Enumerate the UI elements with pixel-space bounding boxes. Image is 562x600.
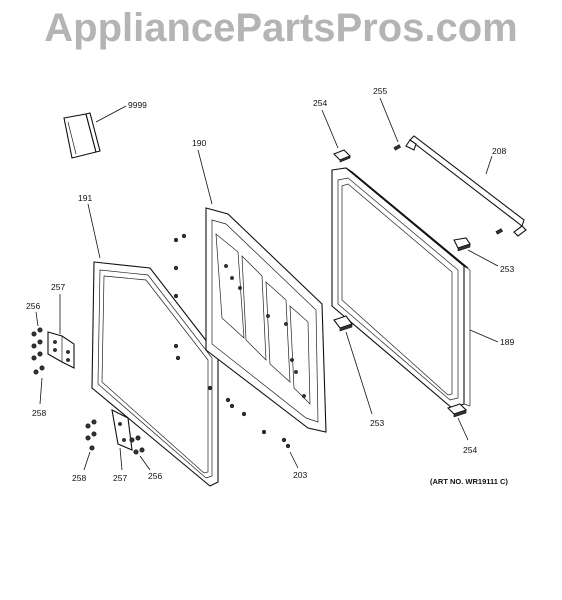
callout-258-left: 258 [32, 408, 46, 418]
leader-258-left [39, 377, 43, 405]
part-door-gasket[interactable] [91, 261, 219, 487]
art-number: (ART NO. WR19111 C) [430, 477, 508, 486]
leader-258-bottom [83, 451, 91, 471]
leader-9999 [95, 105, 127, 123]
callout-203: 203 [293, 470, 307, 480]
callout-257-left: 257 [51, 282, 65, 292]
callout-253-right: 253 [500, 264, 514, 274]
part-cap-top[interactable] [333, 149, 351, 163]
part-hinge-cap-right[interactable] [453, 237, 471, 252]
callout-253-bottom: 253 [370, 418, 384, 428]
watermark-text: AppliancePartsPros.com [44, 6, 518, 50]
part-manual-booklet[interactable] [63, 112, 101, 159]
callout-208: 208 [492, 146, 506, 156]
callout-191: 191 [78, 193, 92, 203]
leader-256-left [35, 311, 39, 327]
leader-254-bottom [457, 417, 469, 441]
part-hinge-bottom[interactable] [111, 409, 133, 451]
callout-254-bottom: 254 [463, 445, 477, 455]
callout-256-bottom: 256 [148, 471, 162, 481]
leader-189 [469, 329, 499, 343]
leader-190 [197, 149, 213, 205]
leader-253-bottom [345, 331, 373, 415]
leader-203 [289, 451, 299, 469]
part-hinge-screws-left[interactable] [31, 327, 45, 375]
part-door-liner[interactable] [205, 207, 327, 433]
callout-256-left: 256 [26, 301, 40, 311]
part-outer-door[interactable] [331, 167, 471, 409]
leader-254-top [321, 109, 339, 149]
callout-255: 255 [373, 86, 387, 96]
part-door-handle[interactable] [405, 135, 527, 237]
part-handle-screw[interactable] [393, 144, 504, 235]
part-hinge-cap-bottom[interactable] [333, 315, 353, 332]
leader-208 [485, 155, 493, 175]
leader-257-bottom [119, 447, 123, 471]
callout-258-bottom: 258 [72, 473, 86, 483]
leader-255 [379, 97, 399, 143]
callout-190: 190 [192, 138, 206, 148]
callout-9999: 9999 [128, 100, 147, 110]
leader-191 [87, 203, 101, 259]
leader-253-right [467, 249, 499, 267]
callout-254-top: 254 [313, 98, 327, 108]
part-cap-bottom[interactable] [446, 403, 468, 418]
part-liner-screws[interactable] [173, 233, 291, 449]
part-hinge-screws-bottom[interactable] [85, 419, 145, 455]
part-hinge-left[interactable] [47, 331, 75, 369]
leader-256-bottom [139, 455, 151, 471]
callout-189: 189 [500, 337, 514, 347]
callout-257-bottom: 257 [113, 473, 127, 483]
